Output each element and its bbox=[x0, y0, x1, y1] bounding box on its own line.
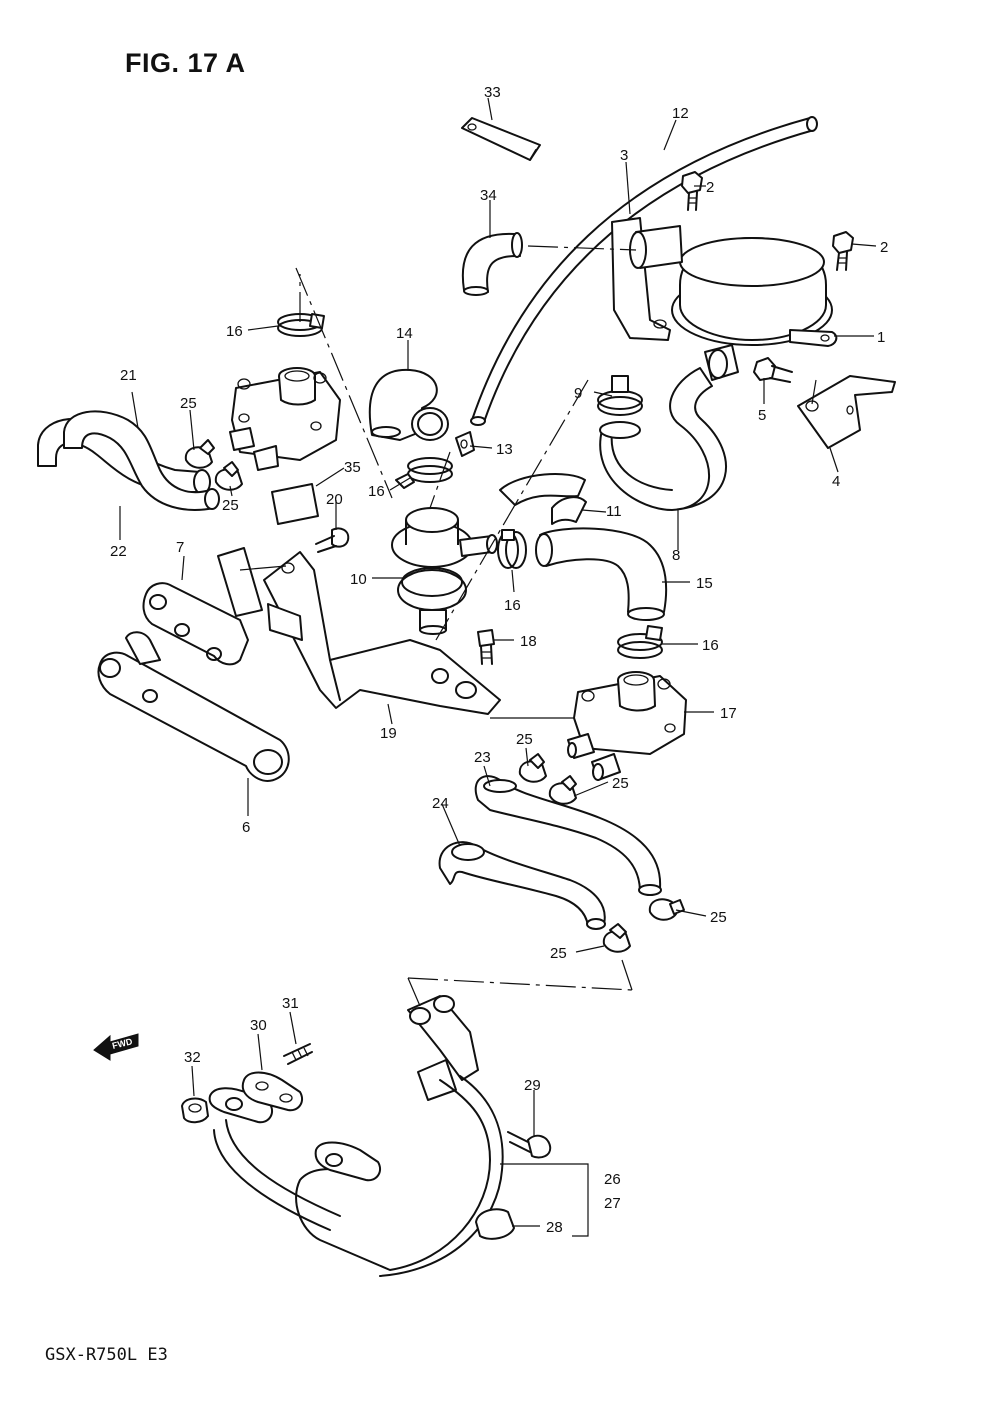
part-15-elbow-hose bbox=[535, 527, 668, 621]
phantom-lines bbox=[239, 245, 817, 1007]
callout-35: 35 bbox=[344, 459, 361, 476]
part-12-long-hose bbox=[470, 116, 818, 426]
part-10-valve bbox=[391, 507, 498, 635]
callout-23: 23 bbox=[474, 749, 491, 766]
callout-9: 9 bbox=[574, 385, 582, 402]
callout-11: 11 bbox=[606, 503, 622, 520]
part-34-elbow-hose bbox=[461, 232, 523, 296]
callout-15: 15 bbox=[696, 575, 713, 592]
callout-labels: 33 12 3 2 2 1 34 5 4 9 8 11 13 14 16 16 … bbox=[110, 84, 888, 1236]
callout-16d: 16 bbox=[702, 637, 719, 654]
callout-7: 7 bbox=[176, 539, 184, 556]
part-16-clamp-d bbox=[617, 625, 663, 659]
part-25-clamp-e bbox=[648, 898, 685, 921]
callout-18: 18 bbox=[520, 633, 537, 650]
part-3-bracket bbox=[611, 217, 683, 341]
callout-2a: 2 bbox=[706, 179, 714, 196]
callout-4: 4 bbox=[832, 473, 840, 490]
part-35-pad bbox=[271, 483, 319, 525]
part-33-bracket bbox=[461, 117, 541, 161]
callout-10: 10 bbox=[350, 571, 367, 588]
part-1-air-cap bbox=[671, 237, 838, 381]
callout-34: 34 bbox=[480, 187, 497, 204]
part-18-bolt bbox=[477, 629, 495, 665]
callout-8: 8 bbox=[672, 547, 680, 564]
callout-22: 22 bbox=[110, 543, 127, 560]
callout-26: 26 bbox=[604, 1171, 621, 1188]
part-19-main-bracket bbox=[263, 551, 501, 715]
callout-1: 1 bbox=[877, 329, 885, 346]
part-2-bolt-a bbox=[681, 171, 703, 211]
callout-2b: 2 bbox=[880, 239, 888, 256]
part-2-bolt-b bbox=[832, 231, 854, 271]
part-14-elbow-hose bbox=[368, 368, 449, 441]
part-32-nut bbox=[181, 1097, 209, 1124]
part-20-bolt bbox=[315, 527, 350, 553]
part-25-clamp-d bbox=[548, 775, 577, 805]
part-31-stud bbox=[283, 1043, 313, 1065]
fwd-arrow-icon: FWD bbox=[93, 1033, 139, 1061]
part-25-clamp-c bbox=[518, 753, 547, 783]
part-16-clamp-c bbox=[497, 529, 527, 569]
callout-3: 3 bbox=[620, 147, 628, 164]
callout-19: 19 bbox=[380, 725, 397, 742]
model-code: GSX-R750L E3 bbox=[45, 1345, 168, 1365]
callout-16c: 16 bbox=[504, 597, 521, 614]
callout-31: 31 bbox=[282, 995, 299, 1012]
part-25-clamp-b bbox=[214, 461, 243, 491]
callout-32: 32 bbox=[184, 1049, 201, 1066]
callout-12: 12 bbox=[672, 105, 689, 122]
callout-29: 29 bbox=[524, 1077, 541, 1094]
part-7-bracket bbox=[142, 547, 263, 666]
part-29-bolt bbox=[507, 1131, 552, 1159]
callout-25c: 25 bbox=[516, 731, 533, 748]
part-11-hose-clip bbox=[499, 473, 587, 525]
fwd-label: FWD bbox=[111, 1036, 134, 1051]
part-6-bracket bbox=[97, 631, 290, 782]
callout-25b: 25 bbox=[222, 497, 239, 514]
part-8-s-hose bbox=[599, 367, 727, 511]
callout-6: 6 bbox=[242, 819, 250, 836]
part-5-bolt bbox=[753, 357, 793, 383]
callout-13: 13 bbox=[496, 441, 513, 458]
part-4-bracket bbox=[797, 375, 896, 449]
upper-left-valve bbox=[229, 367, 341, 471]
part-16-clamp-b bbox=[395, 457, 453, 489]
callout-25d: 25 bbox=[612, 775, 629, 792]
callout-25f: 25 bbox=[550, 945, 567, 962]
part-23-hose bbox=[474, 775, 662, 896]
callout-33: 33 bbox=[484, 84, 501, 101]
part-28-grommet bbox=[475, 1208, 515, 1240]
callout-5: 5 bbox=[758, 407, 766, 424]
part-22-hose bbox=[63, 410, 220, 511]
part-13-clip bbox=[455, 431, 475, 457]
callout-14: 14 bbox=[396, 325, 413, 342]
callout-21: 21 bbox=[120, 367, 137, 384]
callout-20: 20 bbox=[326, 491, 343, 508]
part-30-gasket bbox=[241, 1071, 304, 1112]
callout-24: 24 bbox=[432, 795, 449, 812]
leader-lines bbox=[119, 97, 877, 1237]
callout-25a: 25 bbox=[180, 395, 197, 412]
figure-title: FIG. 17 A bbox=[125, 48, 246, 78]
callout-17: 17 bbox=[720, 705, 737, 722]
callout-16a: 16 bbox=[226, 323, 243, 340]
part-26-27-pipes bbox=[208, 995, 504, 1277]
callout-25e: 25 bbox=[710, 909, 727, 926]
part-25-clamp-f bbox=[602, 923, 631, 953]
callout-16b: 16 bbox=[368, 483, 385, 500]
part-25-clamp-a bbox=[184, 439, 215, 469]
callout-27: 27 bbox=[604, 1195, 621, 1212]
part-9-clamp bbox=[597, 375, 643, 416]
part-24-hose bbox=[438, 841, 606, 930]
callout-30: 30 bbox=[250, 1017, 267, 1034]
callout-28: 28 bbox=[546, 1219, 563, 1236]
part-17-valve bbox=[567, 671, 687, 781]
